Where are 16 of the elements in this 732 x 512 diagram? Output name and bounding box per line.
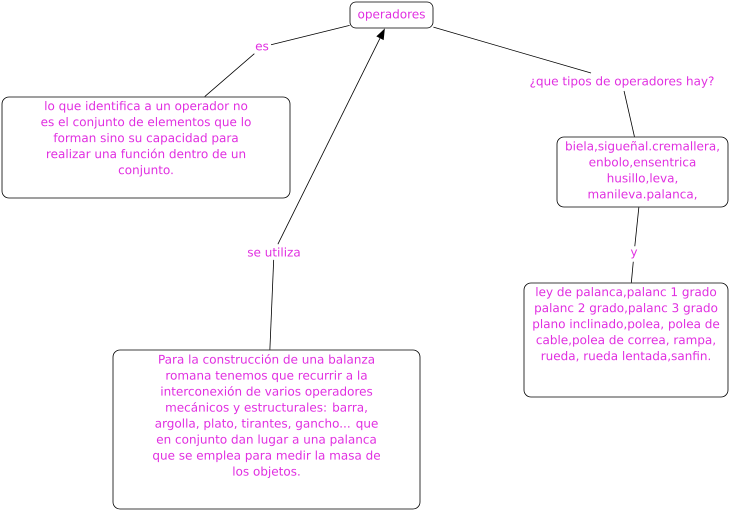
connector-line bbox=[624, 90, 635, 137]
connector-line bbox=[634, 207, 640, 247]
concept-box: operadores bbox=[350, 2, 434, 28]
linking-phrase: y bbox=[628, 246, 640, 262]
concept-box: lo que identifica a un operador no es el conjunto de elementos que lo forman sino su capacidad para realizar una función dentro de un conjunto. bbox=[2, 96, 290, 198]
concept-box: Para la construcción de una balanza romana tenemos que recurrir a la interconexión de varios operadores mecánicos y estructurales: barra, argolla, plato, tirantes, gancho... que en conjunto dan lugar a una palanca que se emplea para medir la masa de los objetos. bbox=[112, 350, 420, 510]
linking-phrase: se utiliza bbox=[245, 244, 303, 260]
connector-line bbox=[204, 53, 255, 97]
connector-line bbox=[269, 259, 274, 350]
connector-line bbox=[270, 24, 350, 46]
connector-line bbox=[433, 26, 592, 74]
concept-box: ley de palanca,palanc 1 grado palanc 2 grado,palanc 3 grado plano inclinado,polea, polea de cable,polea de correa, rampa, rueda, rueda lentada,sanfin. bbox=[524, 282, 728, 398]
linking-phrase: es bbox=[253, 40, 271, 54]
linking-phrase: ¿que tipos de operadores hay? bbox=[528, 73, 716, 91]
connector-line bbox=[630, 261, 634, 283]
concept-box: biela,sigueñal.cremallera, enbolo,ensentrica husillo,leva, manileva.palanca, bbox=[556, 136, 728, 208]
